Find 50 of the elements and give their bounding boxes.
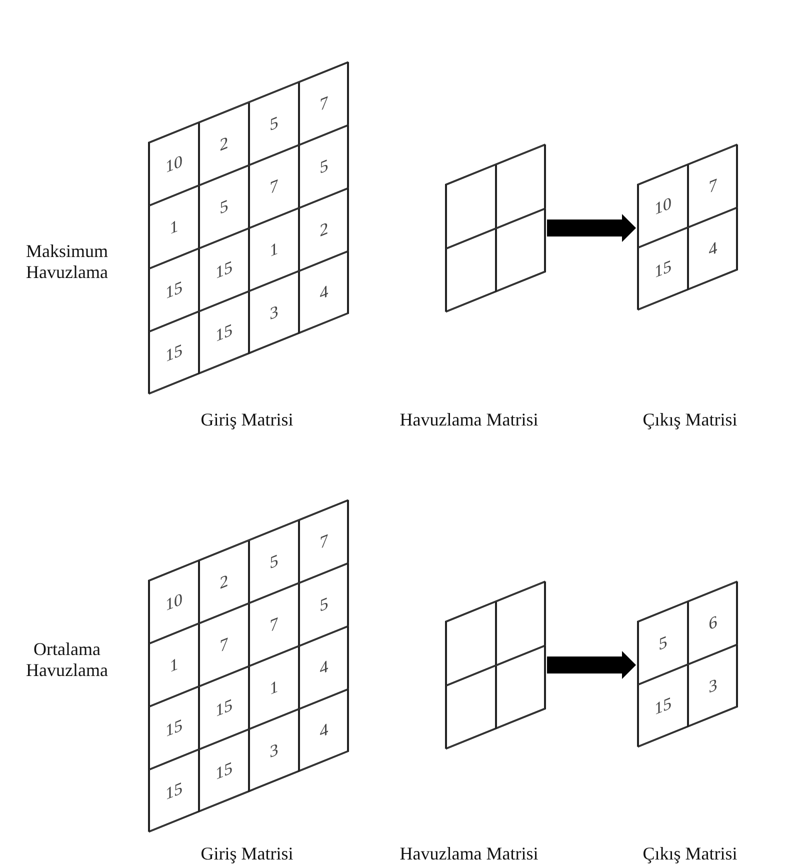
matrix-cell: 15 xyxy=(199,228,249,312)
matrix-cell: 4 xyxy=(299,250,349,334)
matrix-cell: 7 xyxy=(249,145,299,228)
arrow xyxy=(547,214,636,242)
matrix-cell: 5 xyxy=(638,601,688,685)
row-label: Giriş Matrisi xyxy=(200,844,294,864)
matrix-cell: 3 xyxy=(249,271,299,354)
row-label: Havuzlama Matrisi xyxy=(398,410,540,430)
matrix-cell: 7 xyxy=(199,603,249,686)
matrix-cell: 3 xyxy=(688,644,738,728)
row-label: Çıkış Matrisi xyxy=(642,844,738,864)
matrix-cell: 10 xyxy=(638,164,688,248)
row-label: Ortalama Havuzlama xyxy=(25,639,109,681)
matrix-cell: 5 xyxy=(299,124,349,208)
row-label: Maksimum Havuzlama xyxy=(24,241,109,283)
matrix-cell: 7 xyxy=(688,144,738,228)
matrix-cell: 15 xyxy=(149,248,199,332)
matrix-cell: 1 xyxy=(249,208,299,292)
matrix-cell: 15 xyxy=(638,227,688,311)
row-label: Giriş Matrisi xyxy=(200,410,294,430)
matrix-cell: 10 xyxy=(149,122,199,206)
matrix-cell: 7 xyxy=(299,500,349,583)
matrix-cell: 2 xyxy=(199,540,249,624)
arrow xyxy=(547,651,636,679)
matrix-cell: 15 xyxy=(199,729,249,812)
matrix-cell: 15 xyxy=(638,664,688,748)
matrix-cell: 15 xyxy=(149,749,199,833)
matrix-cell: 15 xyxy=(149,686,199,770)
matrix-cell: 1 xyxy=(249,646,299,730)
matrix-cell: 3 xyxy=(249,709,299,792)
matrix-cell: 15 xyxy=(149,311,199,395)
matrix-cell: 7 xyxy=(299,62,349,145)
matrix-cell: 4 xyxy=(299,626,349,709)
matrix-cell: 5 xyxy=(199,165,249,248)
row-label: Havuzlama Matrisi xyxy=(398,844,540,864)
matrix-cell: 1 xyxy=(149,185,199,269)
matrix-cell: 7 xyxy=(249,583,299,666)
matrix-cell: 2 xyxy=(299,188,349,271)
matrix-cell: 1 xyxy=(149,623,199,707)
matrix-cell: 10 xyxy=(149,560,199,644)
row-label: Çıkış Matrisi xyxy=(642,410,738,430)
matrix-cell: 5 xyxy=(249,520,299,604)
matrix-cell: 5 xyxy=(249,82,299,166)
matrix-cell: 5 xyxy=(299,562,349,646)
matrix-cell: 4 xyxy=(299,688,349,772)
matrix-cell: 15 xyxy=(199,291,249,374)
matrix-cell: 2 xyxy=(199,102,249,186)
matrix-cell: 15 xyxy=(199,666,249,750)
matrix-cell: 6 xyxy=(688,581,738,664)
matrix-cell: 4 xyxy=(688,207,738,290)
